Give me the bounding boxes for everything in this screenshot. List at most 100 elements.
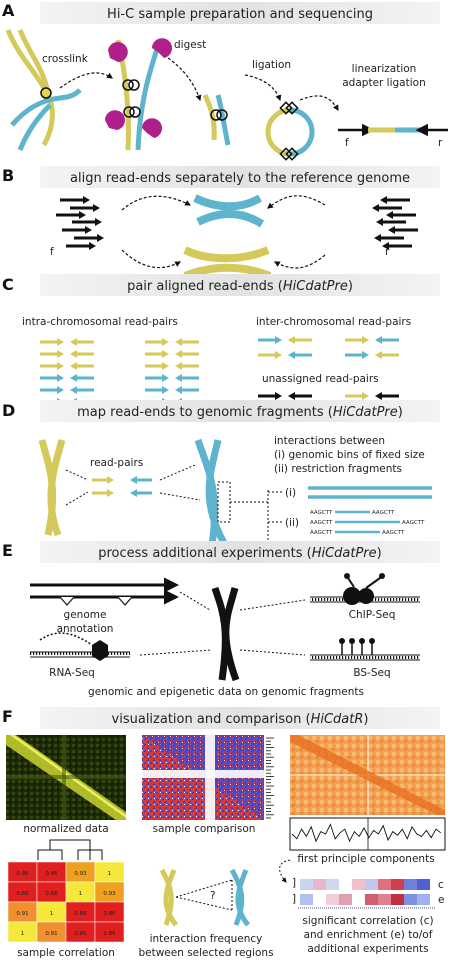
crosslink-icon bbox=[128, 79, 140, 91]
normalized-label: normalized data bbox=[23, 823, 108, 835]
read-arrow bbox=[288, 392, 312, 400]
read-arrow bbox=[70, 386, 94, 394]
matrix-value: 0.86 bbox=[103, 911, 116, 917]
panel-d: D map read-ends to genomic fragments (Hi… bbox=[2, 400, 440, 547]
antibody-icon bbox=[344, 573, 350, 579]
restriction-enzyme-icon bbox=[152, 38, 172, 58]
interaction-lines bbox=[175, 879, 233, 911]
strip-cell bbox=[300, 894, 313, 905]
interactions-label: interactions between bbox=[274, 435, 385, 447]
reverse-label: r bbox=[385, 246, 390, 258]
restriction-enzyme-icon bbox=[105, 110, 125, 130]
comparison-heatmap bbox=[142, 735, 274, 820]
matrix-value: 1 bbox=[21, 931, 25, 937]
read-pairs bbox=[92, 476, 152, 497]
read-arrow bbox=[70, 338, 94, 346]
ligation-label: ligation bbox=[252, 59, 291, 71]
dendrogram bbox=[37, 839, 103, 860]
ligation-junction-icon bbox=[285, 147, 299, 161]
strip-cell bbox=[313, 894, 326, 905]
panel-title: map read-ends to genomic fragments (HiCd… bbox=[77, 405, 403, 420]
arrow-dashed bbox=[299, 95, 339, 112]
panel-title: Hi-C sample preparation and sequencing bbox=[107, 7, 373, 22]
panel-title: visualization and comparison (HiCdatR) bbox=[112, 712, 369, 727]
panel-a: A Hi-C sample preparation and sequencing… bbox=[2, 1, 448, 161]
rnaseq-label: RNA-Seq bbox=[49, 667, 95, 679]
dotted-connector bbox=[159, 464, 196, 481]
strip-cell bbox=[404, 879, 417, 890]
matrix-value: 0.86 bbox=[74, 931, 87, 937]
fragments-index-label: (ii) bbox=[285, 517, 299, 529]
genome-label: genome bbox=[64, 609, 107, 621]
read-arrow bbox=[288, 336, 312, 344]
panel-letter: B bbox=[2, 166, 14, 185]
read-arrows-left bbox=[56, 196, 104, 250]
chromosome-blue bbox=[17, 103, 52, 151]
crosslink-icon bbox=[40, 87, 52, 99]
antibody-icon bbox=[347, 577, 355, 588]
chromosome-yellow bbox=[163, 869, 179, 927]
read-arrow bbox=[175, 350, 199, 358]
matrix-value: 0.91 bbox=[16, 911, 28, 917]
strip-cell bbox=[339, 894, 352, 905]
strip-cell bbox=[365, 879, 378, 890]
matrix-value: 1 bbox=[108, 871, 112, 877]
matrix-value: 0.86 bbox=[45, 891, 58, 897]
intron-icon bbox=[117, 596, 133, 606]
panel-letter: E bbox=[2, 541, 13, 560]
regions-label: between selected regions bbox=[138, 947, 273, 959]
dotted-connector bbox=[65, 469, 89, 481]
panel-c: C pair aligned read-ends (HiCdatPre) int… bbox=[2, 274, 440, 414]
panel-letter: D bbox=[2, 401, 15, 420]
unassigned-label: unassigned read-pairs bbox=[262, 373, 379, 385]
read-arrow bbox=[145, 386, 169, 394]
read-arrow bbox=[372, 204, 402, 212]
matrix-value: 0.93 bbox=[103, 891, 116, 897]
arrow-dashed bbox=[121, 195, 192, 211]
arrow-dashed bbox=[244, 74, 282, 102]
ligation-loop-yellow bbox=[265, 107, 291, 157]
reference-chromosome-blue bbox=[193, 194, 263, 211]
experiments-label: additional experiments bbox=[307, 943, 428, 955]
read-arrow bbox=[175, 374, 199, 382]
panel-letter: C bbox=[2, 275, 14, 294]
read-arrow bbox=[386, 211, 416, 219]
strip-cell bbox=[300, 879, 313, 890]
panel-title: process additional experiments (HiCdatPr… bbox=[98, 546, 381, 561]
site-label: AAGCTT bbox=[310, 510, 333, 516]
read-arrow bbox=[40, 338, 64, 346]
antibody-icon bbox=[379, 573, 385, 579]
read-arrow bbox=[145, 374, 169, 382]
digest-label: digest bbox=[174, 39, 206, 51]
arrow-dashed bbox=[273, 254, 326, 269]
dotted-connector bbox=[65, 491, 89, 506]
dotted-connector bbox=[239, 599, 306, 611]
bins-label: (i) genomic bins of fixed size bbox=[274, 449, 425, 461]
site-label: AAGCTT bbox=[372, 510, 395, 516]
arrow-dashed bbox=[279, 859, 291, 883]
strip-cell bbox=[352, 879, 365, 890]
inter-label: inter-chromosomal read-pairs bbox=[256, 316, 411, 328]
read-arrow bbox=[60, 196, 90, 204]
chromosome-blue bbox=[235, 869, 251, 927]
chromosome-blue bbox=[10, 88, 82, 127]
dna-strand bbox=[30, 652, 130, 655]
site-label: AAGCTT bbox=[382, 530, 405, 536]
read-arrow bbox=[345, 392, 369, 400]
read-arrow bbox=[145, 350, 169, 358]
read-arrow bbox=[375, 392, 399, 400]
chromosome-blue bbox=[205, 439, 229, 547]
methylation-icons bbox=[339, 638, 375, 655]
read-arrow bbox=[345, 336, 369, 344]
matrix-value: 0.86 bbox=[16, 871, 29, 877]
protein-icon bbox=[358, 588, 374, 604]
correlation-strips bbox=[300, 879, 430, 905]
read-arrow bbox=[72, 218, 102, 226]
read-arrow bbox=[145, 362, 169, 370]
question-mark: ? bbox=[210, 890, 216, 902]
chipseq-label: ChIP-Seq bbox=[349, 609, 396, 621]
panel-e-caption: genomic and epigenetic data on genomic f… bbox=[88, 686, 364, 698]
correlation-label: sample correlation bbox=[17, 947, 115, 959]
panel-banner bbox=[40, 166, 440, 188]
read-arrow bbox=[145, 338, 169, 346]
